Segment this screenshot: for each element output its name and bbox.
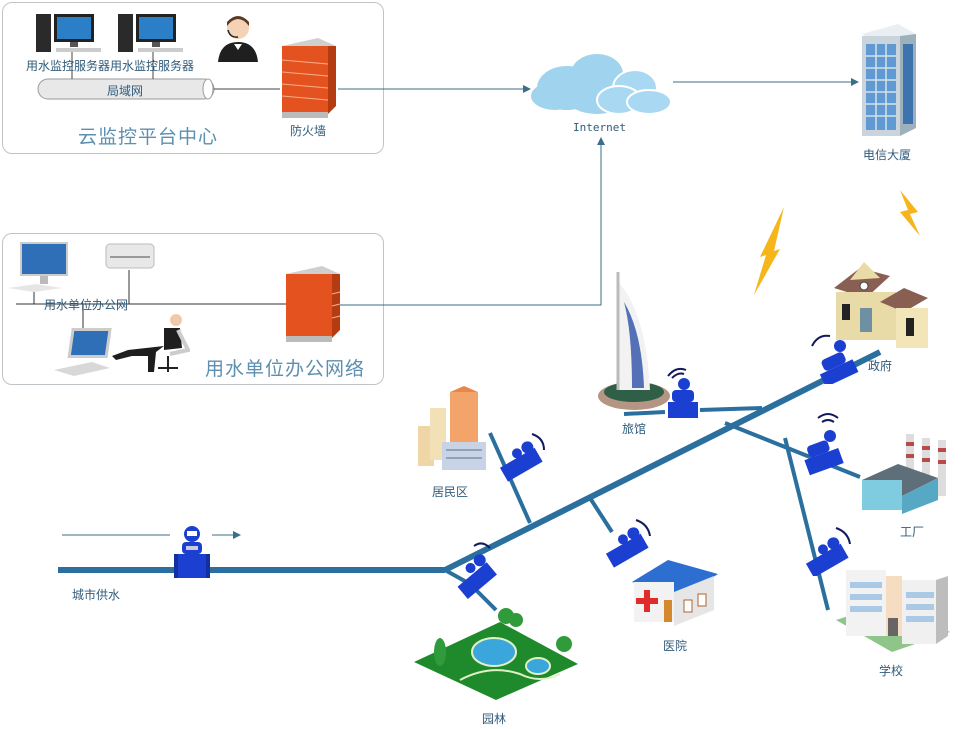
water-meter-icon[interactable] xyxy=(808,332,864,384)
internet-cloud-icon xyxy=(531,54,672,115)
laptop-icon xyxy=(54,328,112,376)
hospital-icon xyxy=(632,560,718,626)
residential-label: 居民区 xyxy=(432,485,469,499)
water-meter-icon[interactable] xyxy=(452,540,502,606)
firewall-icon xyxy=(281,38,336,118)
city-supply-label: 城市供水 xyxy=(72,588,121,602)
water-meter-icon[interactable] xyxy=(600,514,656,570)
factory-label: 工厂 xyxy=(900,525,925,539)
hospital-label: 医院 xyxy=(663,639,688,653)
firewall-icon xyxy=(286,266,341,342)
water-meter-icon[interactable] xyxy=(800,524,856,576)
lan-pipe xyxy=(37,78,215,100)
link-office-internet xyxy=(338,137,605,306)
server-label: 用水监控服务器 xyxy=(26,59,111,73)
lan-label: 局域网 xyxy=(107,84,144,98)
lightning-icon xyxy=(754,207,784,295)
internet-label: Internet xyxy=(573,121,626,134)
water-pipes xyxy=(58,349,882,612)
water-meter-icon[interactable] xyxy=(662,364,702,420)
cloud-center-title: 云监控平台中心 xyxy=(78,126,219,148)
park-label: 园林 xyxy=(482,712,507,726)
lightning-icon xyxy=(900,190,920,236)
hotel-building-icon xyxy=(598,272,670,410)
desktop-computer-icon xyxy=(8,242,68,292)
residential-building-icon xyxy=(418,386,486,470)
telecom-label: 电信大厦 xyxy=(863,148,912,162)
school-label: 学校 xyxy=(879,664,904,678)
office-worker-icon xyxy=(112,314,190,372)
factory-icon xyxy=(862,434,946,514)
telecom-building-icon xyxy=(862,24,916,136)
water-meter-icon[interactable] xyxy=(172,524,212,584)
server-computer-icon xyxy=(118,14,183,52)
school-icon xyxy=(836,570,950,652)
hotel-label: 旅馆 xyxy=(622,422,647,436)
water-meter-icon[interactable] xyxy=(494,428,550,484)
server-computer-icon xyxy=(36,14,101,52)
operator-headset-icon xyxy=(218,16,258,62)
government-label: 政府 xyxy=(868,359,893,373)
government-building-icon xyxy=(834,262,928,348)
firewall-label: 防火墙 xyxy=(290,124,327,138)
water-meter-icon[interactable] xyxy=(800,410,848,476)
server-label: 用水监控服务器 xyxy=(110,59,195,73)
office-lan-label: 用水单位办公网 xyxy=(44,298,129,312)
park-icon xyxy=(414,608,578,700)
mac-mini-icon xyxy=(105,243,155,269)
office-network-title: 用水单位办公网络 xyxy=(205,358,366,380)
